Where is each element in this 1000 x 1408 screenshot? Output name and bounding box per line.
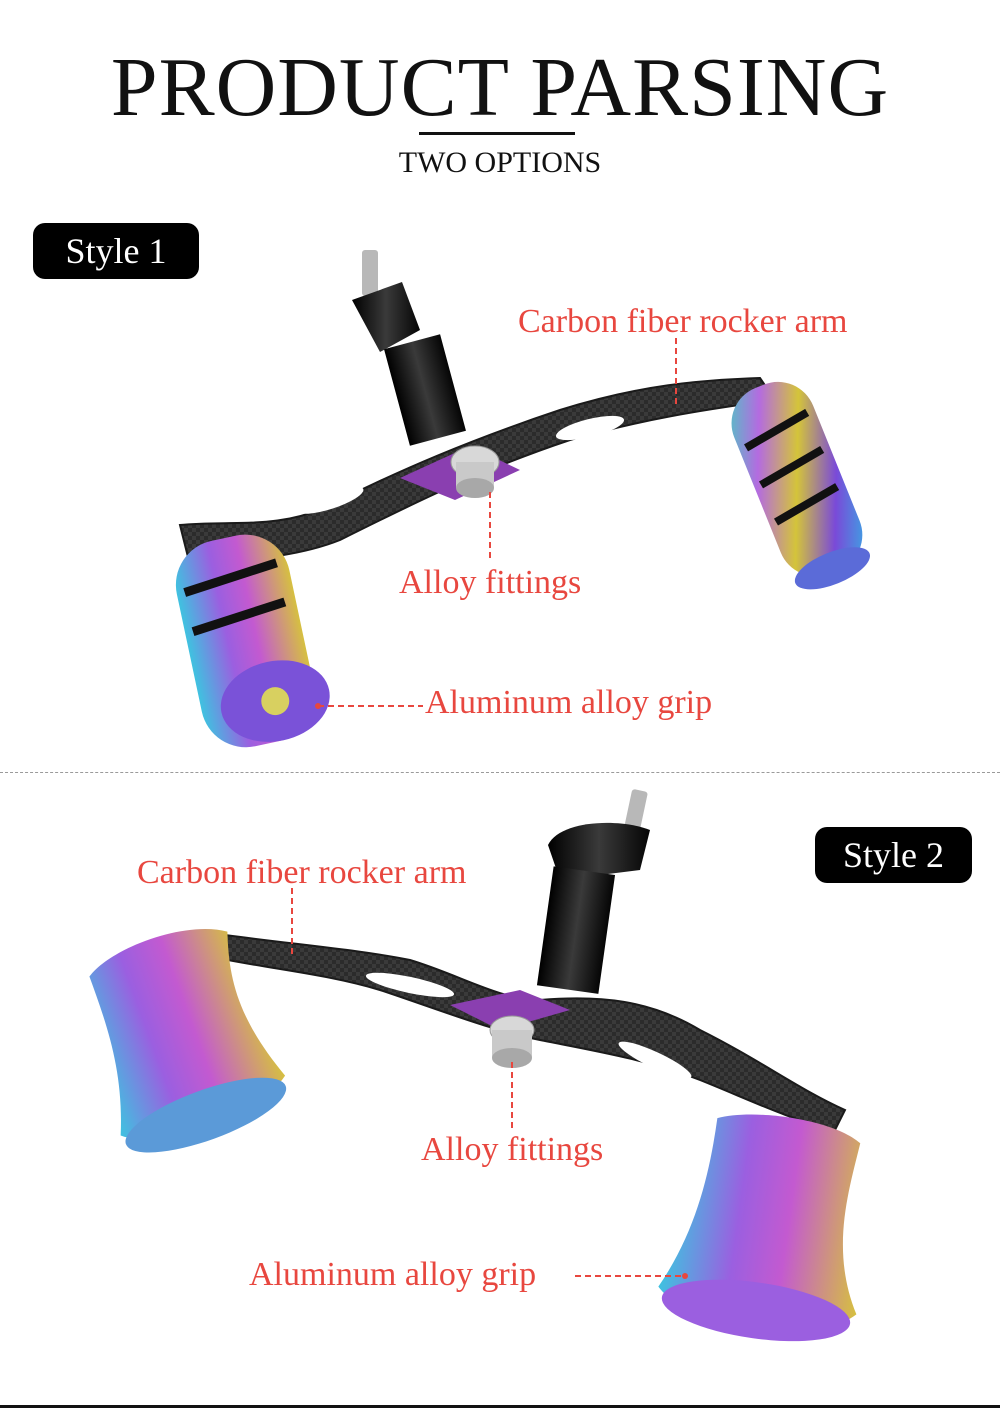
knob-shaft [536,866,616,994]
arm-slot [296,486,364,514]
grip-groove [759,446,825,489]
mount-plate [450,990,570,1030]
title-underline [419,132,575,135]
right-grip [731,381,863,577]
bolt-end [456,478,494,498]
grip-screw [261,687,290,716]
style-2-fittings-label: Alloy fittings [421,1131,604,1168]
grip-groove [183,558,278,597]
arm-slot [618,1041,692,1079]
knob-cap [352,282,420,352]
screw-thread [362,250,378,296]
bottom-border [0,1405,1000,1408]
bolt-end [492,1048,532,1068]
knob-shaft [384,334,466,446]
arm-slot [555,415,625,441]
grip-endcap [125,1077,287,1153]
grip-groove [191,597,287,636]
style-2-badge: Style 2 [815,827,972,883]
style-1-badge: Style 1 [33,223,199,279]
grip-groove [744,408,810,452]
grip-callout-dot [315,703,321,709]
grip-endcap [661,1279,851,1342]
carbon-arm [223,933,847,1132]
style-1-reel-handle [175,250,871,748]
style-1-fittings-label: Alloy fittings [399,564,582,601]
section-divider [0,772,1000,773]
arm-slot [365,972,455,998]
style-2-grip-label: Aluminum alloy grip [249,1256,537,1293]
grip-callout-dot [682,1273,688,1279]
page-subtitle: TWO OPTIONS [398,146,602,179]
page-title: PRODUCT PARSING [110,41,890,134]
grip-endcap [794,547,871,590]
style-1-arm-label: Carbon fiber rocker arm [518,303,848,340]
style-1-grip-label: Aluminum alloy grip [425,684,713,721]
right-grip [658,1114,861,1333]
style-2-reel-handle [89,789,861,1342]
style-2-arm-label: Carbon fiber rocker arm [137,854,467,891]
grip-groove [773,483,840,526]
knob-cap [548,822,650,880]
